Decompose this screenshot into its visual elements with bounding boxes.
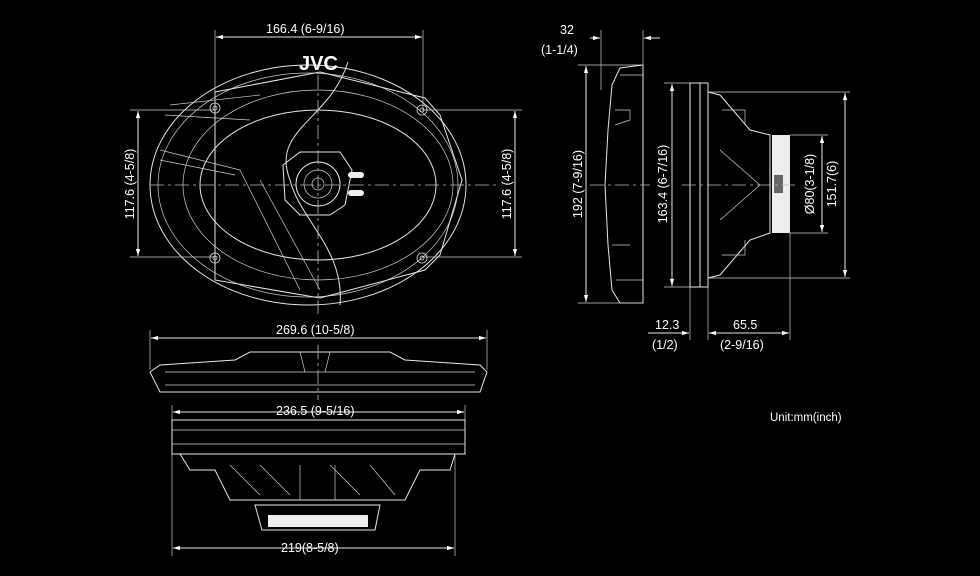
dim-mount-width: 236.5 (9-5/16) xyxy=(276,404,355,418)
top-view-dimensions xyxy=(130,30,522,258)
dim-side-height: 192 (7-9/16) xyxy=(571,149,585,219)
dim-top-width: 166.4 (6-9/16) xyxy=(266,22,345,36)
dim-mount-depth-inch: (2-9/16) xyxy=(720,338,764,352)
dim-flange-depth: 32 xyxy=(560,23,574,37)
side-view-depth xyxy=(648,82,850,340)
side-view-thin xyxy=(578,30,660,304)
top-view-speaker xyxy=(149,61,500,315)
jvc-logo: JVC xyxy=(299,53,338,75)
dim-front-offset-inch: (1/2) xyxy=(652,338,678,352)
dim-top-height-left: 117.6 (4-5/8) xyxy=(123,148,137,220)
dim-mount-depth: 65.5 xyxy=(733,318,758,332)
dim-basket-height: 163.4 (6-7/16) xyxy=(656,144,670,224)
front-profile xyxy=(149,330,488,400)
dim-overall-width: 269.6 (10-5/8) xyxy=(276,323,355,337)
dim-magnet-width: 219(8-5/8) xyxy=(281,541,339,555)
unit-label: Unit:mm(inch) xyxy=(770,412,842,424)
dim-flange-depth-inch: (1-1/4) xyxy=(541,43,578,57)
dim-magnet-diameter: Ø80(3-1/8) xyxy=(803,153,817,215)
bottom-profile xyxy=(171,405,466,556)
dim-overall-depth-height: 151.7(6) xyxy=(825,160,839,208)
dim-front-offset: 12.3 xyxy=(655,318,680,332)
dim-top-height-right: 117.6 (4-5/8) xyxy=(500,148,514,220)
